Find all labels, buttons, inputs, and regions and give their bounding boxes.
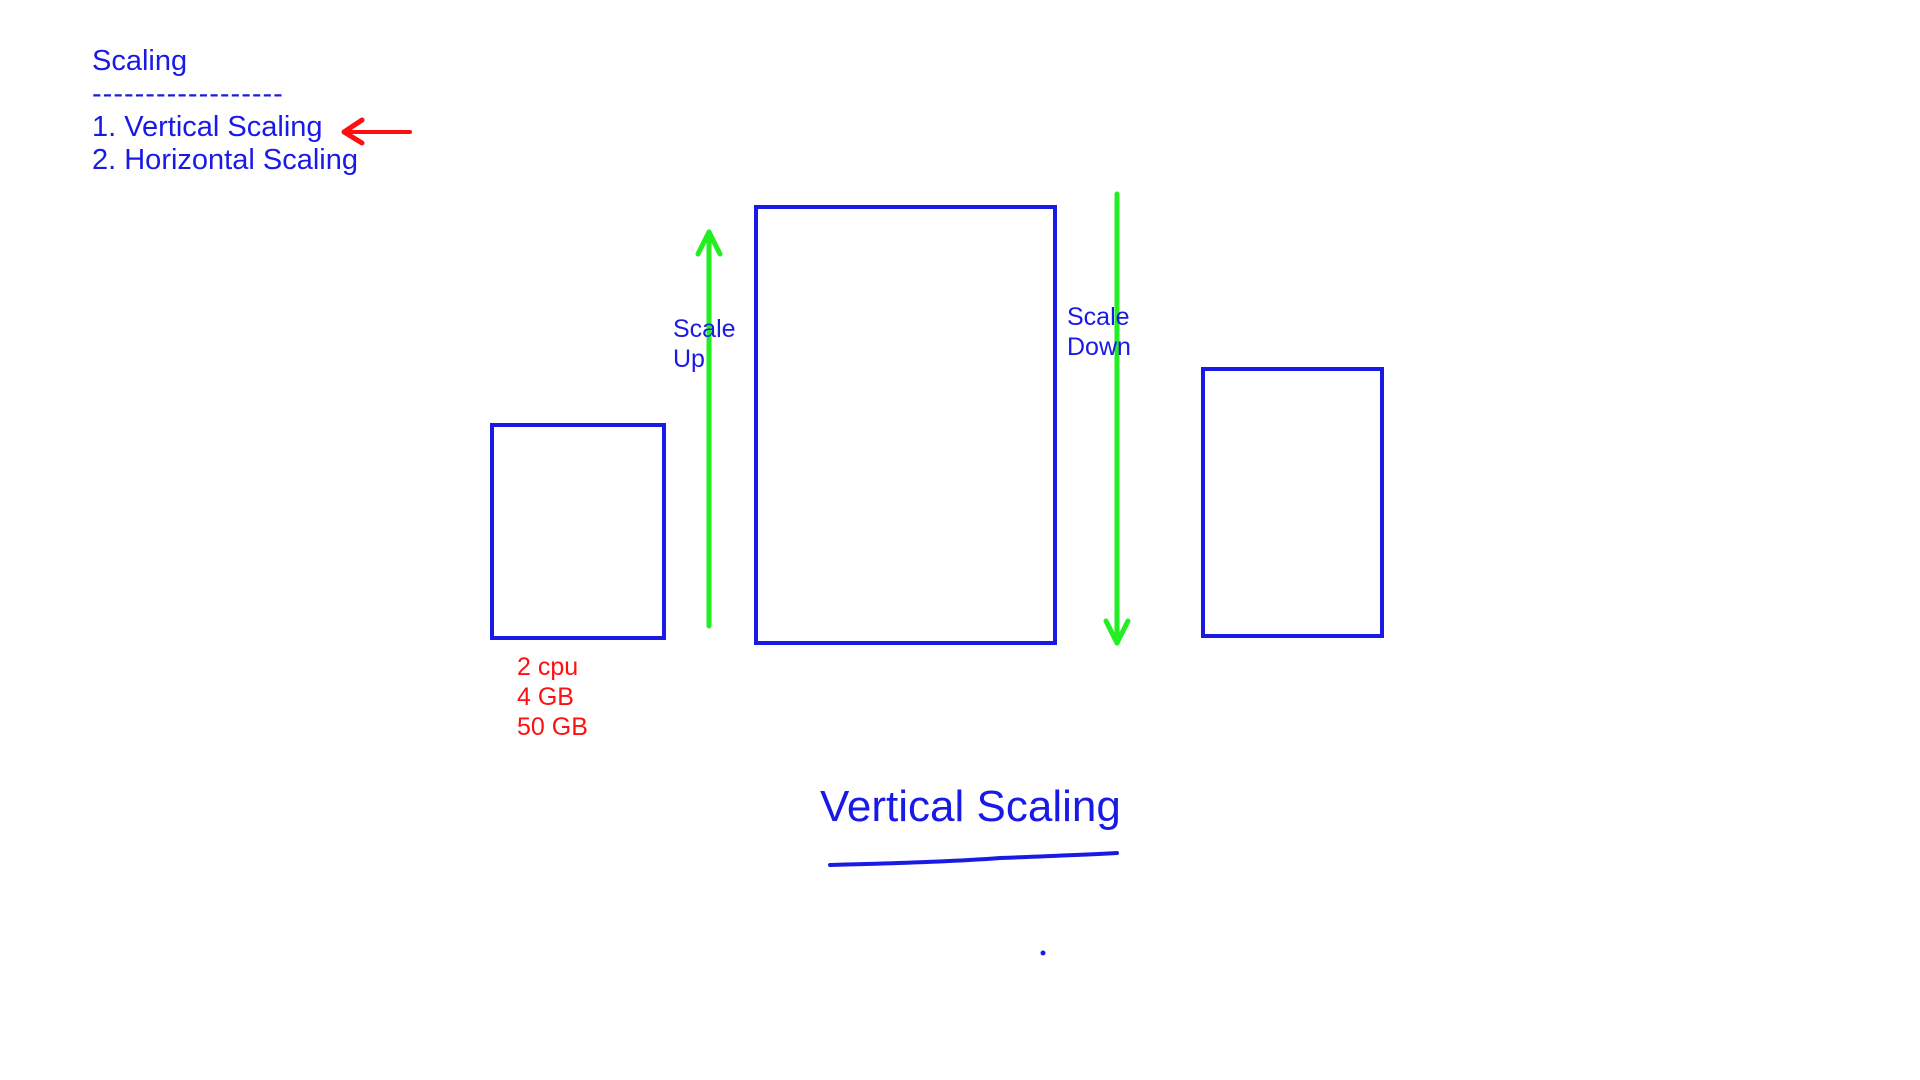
small-server-box [490, 423, 666, 640]
small-server-specs: 2 cpu 4 GB 50 GB [517, 652, 588, 742]
diagram-caption: Vertical Scaling [820, 782, 1121, 831]
notes-heading: Scaling [92, 45, 188, 77]
scale-down-line-2: Down [1067, 333, 1131, 361]
list-item-horizontal-scaling: 2. Horizontal Scaling [92, 144, 358, 176]
spec-disk: 50 GB [517, 713, 588, 741]
scale-up-label: Scale Up [673, 314, 736, 374]
scale-up-line-1: Scale [673, 315, 736, 343]
down-arrow-icon [1103, 191, 1131, 646]
caption-underline [828, 851, 1119, 867]
medium-server-box [1201, 367, 1384, 638]
scale-up-line-2: Up [673, 345, 705, 373]
scale-down-label: Scale Down [1067, 302, 1131, 362]
stray-dot [1040, 950, 1046, 956]
spec-ram: 4 GB [517, 683, 574, 711]
notes-divider: ------------------ [92, 78, 284, 110]
large-server-box [754, 205, 1057, 645]
left-arrow-icon [341, 117, 412, 146]
up-arrow-icon [695, 229, 723, 629]
scale-down-line-1: Scale [1067, 303, 1130, 331]
spec-cpu: 2 cpu [517, 653, 579, 681]
list-item-vertical-scaling: 1. Vertical Scaling [92, 111, 323, 143]
